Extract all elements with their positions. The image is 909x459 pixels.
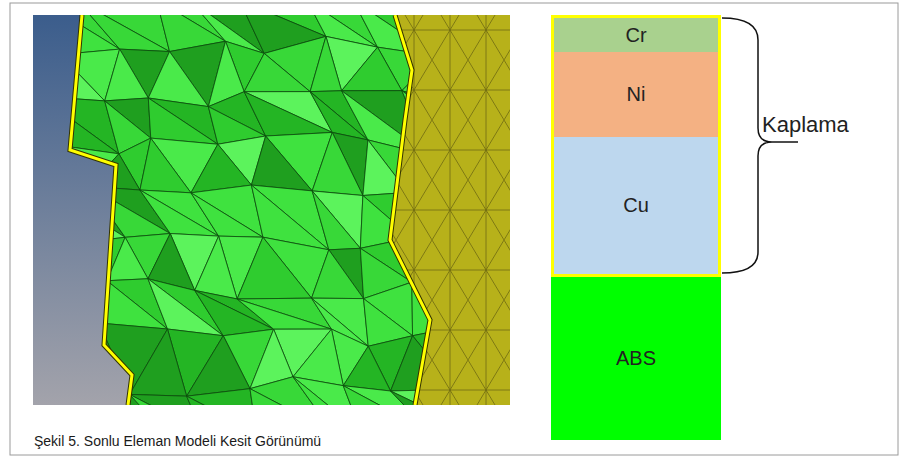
brace-tick <box>772 141 798 143</box>
background <box>33 15 510 405</box>
mesh-element <box>293 329 343 386</box>
mesh-element <box>40 395 118 405</box>
mesh-element <box>195 236 237 299</box>
coating-line-outline <box>390 15 430 405</box>
mesh-element <box>399 15 476 38</box>
copper-layer: Cu <box>554 137 718 274</box>
mesh-element <box>429 144 476 192</box>
mesh-element <box>191 144 251 193</box>
mesh-element <box>391 391 476 405</box>
mesh-element <box>148 98 218 144</box>
coating-line <box>70 15 132 405</box>
mesh-element <box>40 329 96 395</box>
mesh-element <box>360 196 411 249</box>
coating-stack: KaplamaCrNiCu <box>551 15 721 277</box>
mesh-element <box>140 138 191 193</box>
mesh-element <box>391 389 476 405</box>
mesh-element <box>399 15 476 56</box>
nickel-layer: Ni <box>554 52 718 137</box>
mesh-element <box>408 192 476 231</box>
layer-label: ABS <box>616 347 656 370</box>
mesh-element <box>40 245 107 281</box>
brace <box>722 18 772 273</box>
mesh-element <box>40 55 105 101</box>
mesh-element <box>148 98 218 144</box>
mesh-element <box>412 282 476 336</box>
layer-label: Cu <box>623 194 649 217</box>
mesh-element <box>411 231 476 275</box>
frame <box>10 3 898 455</box>
mesh-element <box>437 38 476 107</box>
mesh-element <box>187 389 257 405</box>
mesh-element <box>40 277 99 329</box>
figure-caption: Şekil 5. Sonlu Eleman Modeli Kesit Görün… <box>34 433 321 449</box>
layer-label: Ni <box>627 83 646 106</box>
mesh-element <box>40 395 118 405</box>
mesh-element <box>312 191 360 250</box>
layer-label: Cr <box>625 24 646 47</box>
mesh-element <box>310 36 341 91</box>
mesh-element <box>130 329 187 396</box>
mesh-element <box>60 323 99 395</box>
coating-line <box>390 15 430 405</box>
olive-mesh <box>33 15 510 405</box>
coating-line-outline <box>70 15 132 405</box>
group-label: Kaplama <box>762 112 849 137</box>
mesh-element <box>187 336 250 396</box>
mesh-element <box>402 91 476 155</box>
mesh-element <box>191 193 263 237</box>
mesh-element <box>148 52 208 107</box>
mesh-element <box>343 346 390 391</box>
chromium-layer: Cr <box>554 18 718 52</box>
abs-mesh <box>40 15 476 405</box>
mesh-element <box>244 53 310 91</box>
mesh-element <box>105 49 149 101</box>
mesh-element <box>96 323 130 395</box>
mesh-element <box>77 15 170 52</box>
mesh-element <box>408 192 476 237</box>
mesh-element <box>402 91 476 145</box>
mesh-element <box>237 237 311 299</box>
mesh-element <box>77 15 170 52</box>
mesh-element <box>312 132 363 195</box>
mesh-element <box>40 277 107 323</box>
mesh-element <box>411 238 456 283</box>
mesh-element <box>312 250 364 299</box>
mesh-element <box>342 47 402 91</box>
mesh-element <box>408 155 456 192</box>
mesh-element <box>251 136 312 191</box>
mesh-element <box>191 185 263 237</box>
abs-substrate: ABS <box>551 277 721 440</box>
mesh-element <box>187 396 257 405</box>
